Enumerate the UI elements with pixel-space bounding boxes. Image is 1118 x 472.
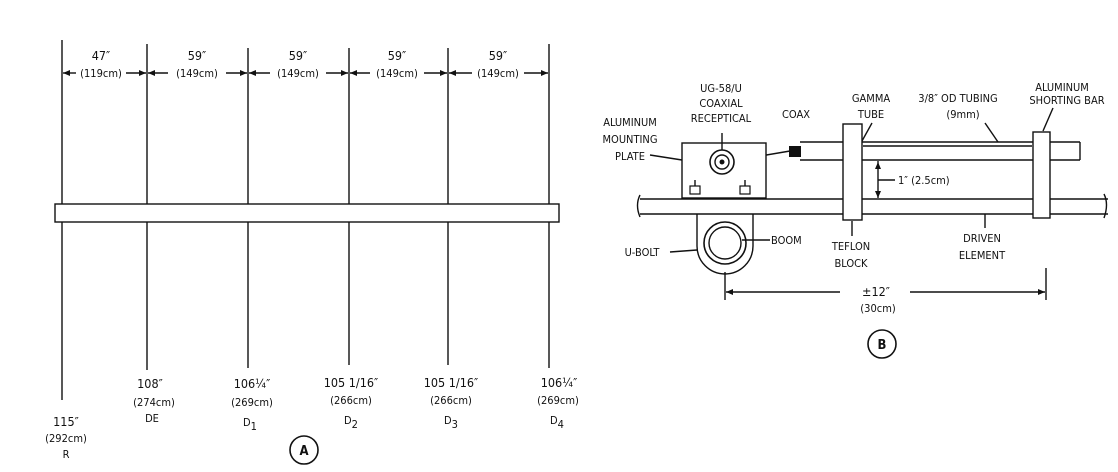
element-d2-name: D2 — [344, 414, 358, 431]
shorting-bar — [1032, 131, 1051, 219]
element-d4-length: 106¼″ — [541, 375, 578, 390]
spacing-5-inch: 59″ — [489, 48, 508, 63]
boom-inner — [708, 226, 742, 260]
mounting-plate-label-1: ALUMINUM — [603, 116, 657, 129]
spacing-4-inch: 59″ — [388, 48, 407, 63]
element-d1-cm: (269cm) — [231, 396, 273, 409]
gamma-label-2: TUBE — [857, 108, 884, 121]
mounting-plate-label-3: PLATE — [615, 150, 645, 163]
spacing-3-cm: (149cm) — [277, 67, 319, 80]
spacing-label: 1″ (2.5cm) — [898, 174, 950, 187]
teflon-block — [842, 123, 863, 221]
leader-shorting-bar — [1042, 107, 1054, 132]
driven-element-break-left — [636, 194, 641, 218]
boom-label: BOOM — [771, 234, 802, 247]
leader-tubing — [984, 122, 999, 143]
tubing-label-1: 3/8″ OD TUBING — [918, 92, 997, 105]
spacing-4-cm: (149cm) — [376, 67, 418, 80]
connector-label-2: COAXIAL — [699, 97, 743, 110]
spacing-3-inch: 59″ — [289, 48, 308, 63]
element-d4-cm: (269cm) — [537, 394, 579, 407]
ubolt-label: U-BOLT — [625, 246, 661, 259]
length-dimension — [724, 268, 1047, 300]
element-d4-name: D4 — [550, 414, 564, 431]
element-d2-length: 105 1/16″ — [324, 375, 378, 390]
gamma-label-1: GAMMA — [852, 92, 891, 105]
connector-label-3: RECEPTICAL — [691, 112, 752, 125]
shorting-bar-label-2: SHORTING BAR — [1029, 94, 1104, 107]
length-cm-label: (30cm) — [860, 302, 896, 315]
figure-b-label: B — [878, 338, 887, 353]
shorting-bar-label-1: ALUMINUM — [1035, 81, 1089, 94]
coax-label: COAX — [782, 108, 810, 121]
tubing-label-2: (9mm) — [946, 108, 979, 121]
element-r-name: R — [63, 448, 70, 461]
figure-b: UG-58/U COAXIAL RECEPTICAL COAX GAMMA TU… — [602, 81, 1108, 359]
driven-label-1: DRIVEN — [963, 232, 1001, 245]
gamma-tube-end — [789, 146, 801, 157]
figure-a-label: A — [299, 444, 308, 459]
element-d1-length: 106¼″ — [234, 376, 271, 391]
boom-bar-a — [54, 203, 560, 223]
element-de-name: DE — [145, 412, 159, 425]
length-inch-label: ±12″ — [862, 284, 890, 299]
driven-element-break-right — [1103, 193, 1108, 219]
element-r-cm: (292cm) — [45, 432, 87, 445]
figure-a: 47″ (119cm) 59″ (149cm) 59″ (149cm) 59″ … — [45, 40, 579, 465]
element-d1-name: D1 — [243, 416, 257, 433]
spacing-dimension-lines — [63, 70, 548, 76]
spacing-5-cm: (149cm) — [477, 67, 519, 80]
spacing-2-cm: (149cm) — [176, 67, 218, 80]
element-d2-cm: (266cm) — [330, 394, 372, 407]
figure-b-badge — [867, 329, 897, 359]
spacing-2-inch: 59″ — [188, 48, 207, 63]
mounting-plate-label-2: MOUNTING — [602, 133, 657, 146]
element-d3-name: D3 — [444, 414, 458, 431]
element-d3-cm: (266cm) — [430, 394, 472, 407]
element-de-length: 108″ — [137, 376, 163, 391]
element-r-length: 115″ — [53, 414, 79, 429]
leader-mounting-plate — [649, 154, 683, 161]
leader-ubolt — [669, 249, 698, 253]
spacing-1-cm: (119cm) — [80, 67, 122, 80]
connector-label-1: UG-58/U — [700, 82, 742, 95]
spacing-1-inch: 47″ — [92, 48, 111, 63]
mounting-nuts — [689, 180, 751, 195]
figure-a-badge — [289, 435, 319, 465]
leader-gamma — [861, 122, 873, 142]
teflon-label-1: TEFLON — [831, 240, 870, 253]
element-d3-length: 105 1/16″ — [424, 375, 478, 390]
element-de-cm: (274cm) — [133, 396, 175, 409]
teflon-label-2: BLOCK — [834, 257, 868, 270]
driven-label-2: ELEMENT — [959, 249, 1006, 262]
